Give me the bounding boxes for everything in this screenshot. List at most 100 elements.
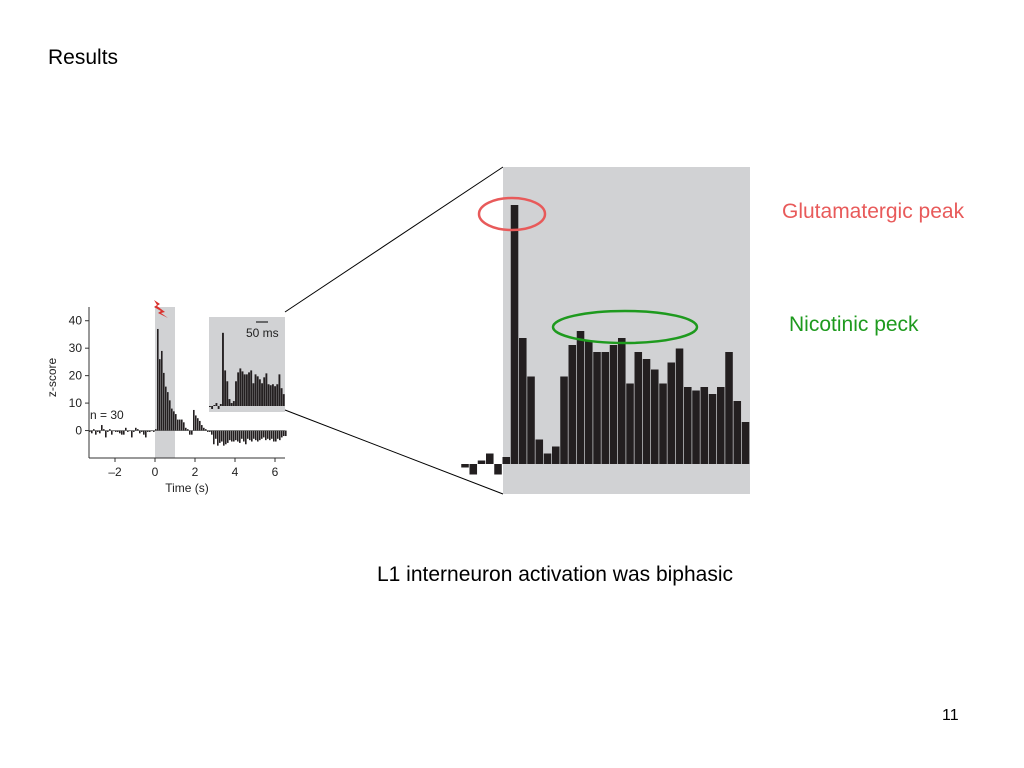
histogram-bar	[177, 419, 179, 431]
inset-bar	[258, 379, 261, 406]
inset-bar	[265, 373, 268, 406]
inset-bar	[213, 405, 216, 406]
zoom-bar	[552, 446, 560, 464]
inset-bar	[271, 384, 274, 406]
x-tick-label: 4	[232, 465, 239, 479]
histogram-bar	[199, 420, 201, 431]
zoom-bar	[675, 348, 684, 464]
inset-bar	[254, 374, 257, 406]
inset-bar	[226, 381, 229, 406]
zoom-bar	[717, 387, 725, 464]
histogram-bar	[241, 430, 243, 439]
lightning-bolt-icon	[154, 300, 168, 318]
histogram-bar	[97, 430, 99, 432]
zoom-bar	[733, 401, 742, 464]
y-axis-label: z-score	[45, 358, 59, 398]
inset-bar	[278, 374, 281, 406]
zoom-bar	[593, 352, 601, 464]
histogram-bar	[109, 429, 111, 431]
zoom-bar	[477, 460, 486, 464]
inset-bar	[228, 399, 231, 406]
inset-bar	[211, 406, 214, 409]
histogram-bar	[105, 430, 107, 438]
x-axis-label: Time (s)	[165, 481, 209, 495]
histogram-bar	[157, 328, 159, 431]
zoom-bar	[651, 369, 659, 464]
histogram-bar	[89, 430, 91, 432]
histogram-bar	[143, 430, 145, 435]
inset-bar	[276, 384, 279, 406]
histogram-bar	[247, 430, 249, 439]
histogram-bar	[175, 414, 177, 431]
histogram-bar	[131, 430, 133, 438]
histogram-bar	[237, 430, 239, 442]
nicotinic-peak-label: Nicotinic peck	[789, 313, 919, 336]
histogram-bar	[253, 430, 255, 439]
histogram-bar	[219, 430, 221, 443]
histogram-bar	[277, 430, 279, 439]
histogram-bar	[113, 430, 115, 432]
histogram-bar	[227, 430, 229, 443]
zoom-bar	[634, 352, 643, 464]
zoom-bar	[486, 453, 494, 464]
histogram-bar	[251, 430, 253, 442]
histogram-bar	[161, 350, 163, 431]
inset-bar	[232, 401, 235, 406]
inset-bar	[267, 384, 270, 406]
histogram-bar	[269, 430, 271, 441]
histogram-bar	[275, 430, 277, 442]
histogram-bar	[107, 430, 109, 432]
nicotinic-peak-marker	[551, 309, 699, 345]
main-bars	[89, 328, 287, 446]
histogram-bar	[207, 430, 209, 432]
zoom-bar	[725, 352, 733, 464]
zoom-bar	[543, 453, 552, 464]
histogram-bar	[119, 430, 121, 434]
histogram-bar	[91, 430, 93, 434]
histogram-bar	[111, 430, 113, 435]
histogram-bar	[249, 430, 251, 441]
histogram-bar	[231, 430, 233, 442]
histogram-bar	[133, 430, 135, 432]
zoom-bar	[642, 359, 651, 464]
x-tick-label: 2	[192, 465, 199, 479]
scale-bar-label: 50 ms	[246, 326, 279, 340]
histogram-bar	[225, 430, 227, 445]
histogram-bar	[151, 430, 153, 432]
histogram-bar	[173, 411, 175, 431]
histogram-bar	[141, 430, 143, 432]
zoom-bar	[659, 383, 667, 464]
inset-bar	[248, 372, 250, 406]
histogram-bar	[197, 418, 199, 431]
histogram-bar	[239, 430, 241, 443]
inset-bar	[209, 406, 211, 407]
histogram-bar	[115, 430, 117, 432]
histogram-bar	[257, 430, 259, 442]
histogram-bar	[281, 430, 283, 438]
histogram-bar	[279, 430, 281, 441]
zoom-bar	[684, 387, 692, 464]
inset-bar	[219, 404, 222, 406]
histogram-bar	[243, 430, 245, 442]
zoom-bar	[626, 383, 634, 464]
zoom-bar	[502, 457, 511, 464]
histogram-bar	[169, 400, 171, 431]
inset-bar	[224, 370, 227, 406]
inset-bar	[241, 371, 244, 406]
histogram-bar	[117, 430, 119, 432]
page-number: 11	[942, 707, 959, 724]
zoom-connector-top	[284, 166, 504, 313]
inset-bar	[222, 332, 224, 406]
histogram-bar	[185, 427, 187, 431]
zoom-connector-bottom	[284, 409, 504, 495]
histogram-bar	[183, 422, 185, 431]
zoom-bar	[609, 345, 618, 464]
inset-bar	[282, 394, 285, 406]
histogram-bar	[191, 430, 193, 435]
histogram-bar	[195, 415, 197, 431]
y-tick-label: 10	[69, 396, 83, 410]
histogram-bar	[135, 427, 137, 431]
